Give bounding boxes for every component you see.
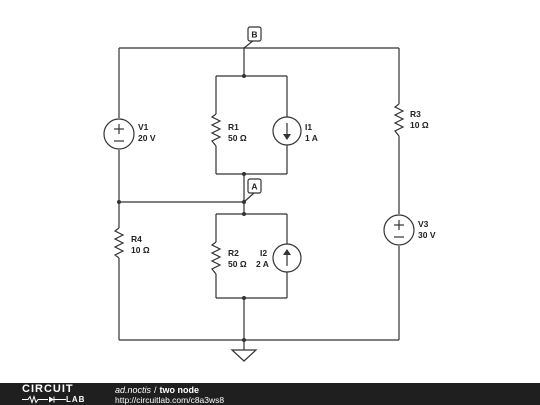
i1-value: 1 A — [305, 133, 318, 143]
footer-bar: CIRCUIT LAB ad.noctis/two node http://ci… — [0, 383, 540, 405]
junction-dot — [242, 296, 246, 300]
ground-icon — [230, 349, 258, 362]
current-source-i1: I1 1 A — [272, 116, 318, 146]
wire-lower-block — [215, 202, 288, 350]
r3-value: 10 Ω — [410, 120, 429, 130]
circuit-url[interactable]: http://circuitlab.com/c8a3ws8 — [115, 395, 225, 405]
logo-text-top: CIRCUIT — [22, 383, 74, 395]
resistor-r1: R1 50 Ω — [210, 113, 247, 147]
title-separator: / — [154, 385, 157, 395]
resistor-r4: R4 10 Ω — [113, 227, 150, 259]
v1-value: 20 V — [138, 133, 156, 143]
junction-dot — [242, 74, 246, 78]
r3-name: R3 — [410, 109, 421, 119]
circuit-title[interactable]: two node — [159, 385, 200, 395]
wire-upper-block — [215, 48, 288, 202]
junction-dot — [242, 212, 246, 216]
junction-dot — [117, 200, 121, 204]
r2-value: 50 Ω — [228, 259, 247, 269]
v3-value: 30 V — [418, 230, 436, 240]
current-source-i2: I2 2 A — [256, 243, 302, 273]
node-label-b: B — [243, 26, 262, 49]
i1-name: I1 — [305, 122, 312, 132]
circuit-title-line: ad.noctis/two node — [115, 385, 199, 395]
r2-name: R2 — [228, 248, 239, 258]
voltage-source-v3: V3 30 V — [383, 214, 436, 246]
voltage-source-v1: V1 20 V — [103, 118, 156, 150]
logo-text-bottom: LAB — [66, 395, 86, 404]
node-label-a: A — [243, 178, 262, 203]
r4-name: R4 — [131, 234, 142, 244]
v3-name: V3 — [418, 219, 429, 229]
resistor-r3: R3 10 Ω — [393, 103, 429, 137]
r1-name: R1 — [228, 122, 239, 132]
logo-trace-icon — [22, 395, 66, 404]
circuit-schematic: B A V1 20 V V3 30 V R1 50 Ω R2 50 Ω — [103, 26, 436, 362]
circuitlab-logo: CIRCUIT LAB — [22, 384, 92, 404]
r4-value: 10 Ω — [131, 245, 150, 255]
svg-text:B: B — [251, 30, 257, 40]
svg-text:A: A — [251, 182, 257, 192]
resistor-r2: R2 50 Ω — [210, 241, 247, 275]
i2-name: I2 — [260, 248, 267, 258]
r1-value: 50 Ω — [228, 133, 247, 143]
junction-dot — [242, 172, 246, 176]
v1-name: V1 — [138, 122, 149, 132]
junction-dot — [242, 338, 246, 342]
author-link[interactable]: ad.noctis — [115, 385, 152, 395]
i2-value: 2 A — [256, 259, 269, 269]
